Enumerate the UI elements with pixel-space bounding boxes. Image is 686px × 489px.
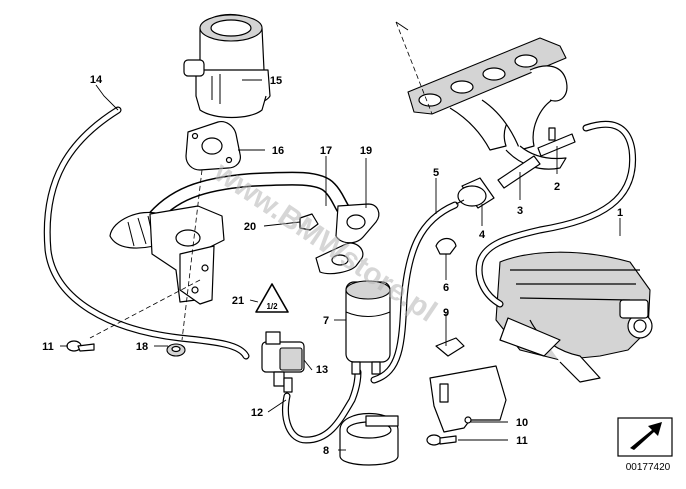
leader-lines	[60, 79, 621, 451]
callout-7: 7	[323, 315, 329, 327]
hose-14	[43, 106, 250, 360]
callout-15: 15	[270, 75, 282, 87]
clamp-8	[339, 413, 399, 466]
intake-manifold	[495, 251, 653, 383]
clip-20	[299, 213, 319, 231]
flange-19	[315, 203, 380, 275]
hose-5	[370, 201, 459, 384]
hose-1	[475, 120, 637, 308]
check-valve-4	[455, 177, 495, 209]
clip-6	[435, 237, 457, 255]
callout-6: 6	[443, 282, 449, 294]
hose-12	[282, 368, 362, 444]
callout-3: 3	[517, 205, 523, 217]
callout-4: 4	[479, 229, 486, 241]
pipe-3	[497, 155, 541, 189]
svg-text:1/2: 1/2	[266, 302, 278, 311]
callout-21: 21	[232, 295, 244, 307]
callout-11-left: 11	[42, 341, 54, 353]
callout-10: 10	[516, 417, 528, 429]
filter-7	[345, 280, 391, 375]
exhaust-manifold	[395, 21, 568, 170]
clip-9	[435, 337, 465, 357]
dash-11	[89, 279, 201, 339]
callout-9: 9	[443, 307, 449, 319]
callout-17: 17	[320, 145, 332, 157]
dash-18	[181, 169, 203, 341]
bolt-11-left	[66, 340, 95, 352]
bolt-11-right	[426, 434, 457, 446]
secondary-air-valve	[183, 13, 271, 119]
callout-19: 19	[360, 145, 372, 157]
callout-16: 16	[272, 145, 284, 157]
callout-11-right: 11	[516, 435, 528, 447]
callout-1: 1	[617, 207, 623, 219]
bracket-assembly	[149, 205, 225, 305]
callout-numbers: 1 2 3 4 5 6 7 8 9 10 11 11 12 13 14 15 1…	[42, 74, 623, 457]
gasket-16	[185, 121, 241, 171]
callout-5: 5	[433, 167, 439, 179]
t-piece-2	[537, 127, 576, 157]
solenoid-valve-13	[261, 331, 305, 393]
callout-2: 2	[554, 181, 560, 193]
callout-20: 20	[244, 221, 256, 233]
callout-18: 18	[136, 341, 148, 353]
arrow-icon	[630, 422, 662, 450]
image-number: 00177420	[626, 462, 671, 473]
callout-13: 13	[316, 364, 328, 376]
callout-8: 8	[323, 445, 329, 457]
callout-14: 14	[90, 74, 103, 86]
bracket-10	[429, 365, 507, 433]
warning-triangle-21: 1/2	[255, 283, 289, 313]
callout-12: 12	[251, 407, 263, 419]
grommet-18	[166, 343, 186, 357]
reference-box: 00177420	[617, 417, 673, 473]
